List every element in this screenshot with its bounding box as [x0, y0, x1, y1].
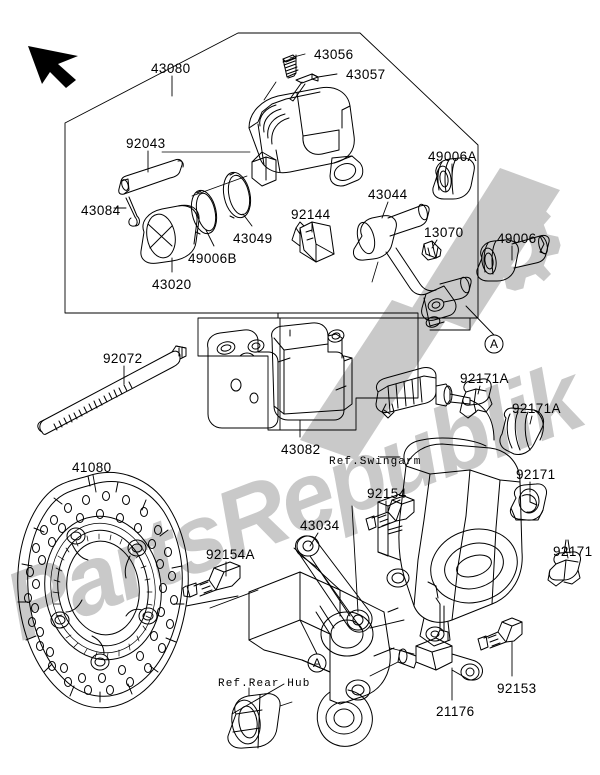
part-43034-torque-link	[248, 535, 399, 747]
part-brake-hose-assembly	[375, 367, 495, 441]
part-label-43020: 43020	[152, 277, 192, 292]
part-label-43082: 43082	[281, 442, 321, 457]
part-49006B-dust-seal	[190, 189, 218, 235]
part-49006-boot-pin	[476, 234, 550, 282]
part-label-43044: 43044	[368, 187, 408, 202]
part-41080-brake-disc	[17, 472, 189, 709]
part-label-92171a-1: 92171A	[460, 371, 509, 386]
part-43056-bleed-valve	[282, 54, 299, 79]
part-92154A-disc-bolt	[182, 561, 241, 598]
part-label-43057: 43057	[346, 67, 386, 82]
reference-label-swingarm: Ref.Swingarm	[329, 456, 422, 468]
front-direction-arrow	[28, 46, 78, 88]
part-label-49006: 49006	[497, 231, 537, 246]
part-label-43084: 43084	[81, 203, 121, 218]
part-92153-bolt	[477, 617, 523, 651]
part-label-92154a: 92154A	[206, 547, 255, 562]
part-label-92171-1: 92171	[516, 467, 556, 482]
part-label-43034: 43034	[300, 518, 340, 533]
part-label-92171a-2: 92171A	[512, 401, 561, 416]
part-label-13070: 13070	[424, 225, 464, 240]
part-label-49006B: 49006B	[188, 251, 237, 266]
part-label-92171-2: 92171	[553, 544, 593, 559]
part-label-92043: 92043	[126, 136, 166, 151]
part-13070-guide	[421, 240, 442, 261]
part-label-92144: 92144	[291, 207, 331, 222]
part-label-43049: 43049	[233, 231, 273, 246]
part-label-43080: 43080	[151, 61, 191, 76]
part-label-49006A: 49006A	[428, 149, 477, 164]
part-92171-clamp-1	[509, 483, 547, 521]
part-92171A-clamp-2	[499, 407, 545, 455]
part-43080-caliper-body	[161, 81, 364, 197]
part-43020-piston	[140, 204, 200, 264]
part-43044-caliper-holder	[353, 203, 472, 328]
part-label-43056: 43056	[314, 47, 354, 62]
leader-lines	[92, 53, 569, 715]
part-label-21176: 21176	[436, 704, 475, 719]
part-92072-cable-tie	[37, 345, 187, 435]
part-92043-pin	[118, 158, 184, 195]
reference-rear-hub-collar	[227, 693, 293, 749]
part-49006A-boot	[432, 157, 475, 200]
part-92154-torque-bolt	[365, 495, 415, 531]
part-label-92154: 92154	[367, 486, 407, 501]
section-marker-a-lower: A	[313, 656, 322, 670]
rear-caliper-assembly	[377, 437, 523, 647]
part-21176-speed-sensor	[369, 581, 483, 681]
part-label-92072: 92072	[103, 351, 143, 366]
part-92171A-clamp-1	[459, 378, 493, 419]
part-43082-brake-pads	[207, 322, 353, 429]
part-label-92153: 92153	[497, 681, 537, 696]
part-43084-cotter-pin	[125, 196, 140, 227]
reference-label-rear-hub: Ref.Rear Hub	[218, 678, 311, 690]
part-92171-clamp-2	[547, 539, 581, 587]
section-marker-a-upper: A	[490, 337, 499, 351]
part-label-41080: 41080	[72, 460, 112, 475]
